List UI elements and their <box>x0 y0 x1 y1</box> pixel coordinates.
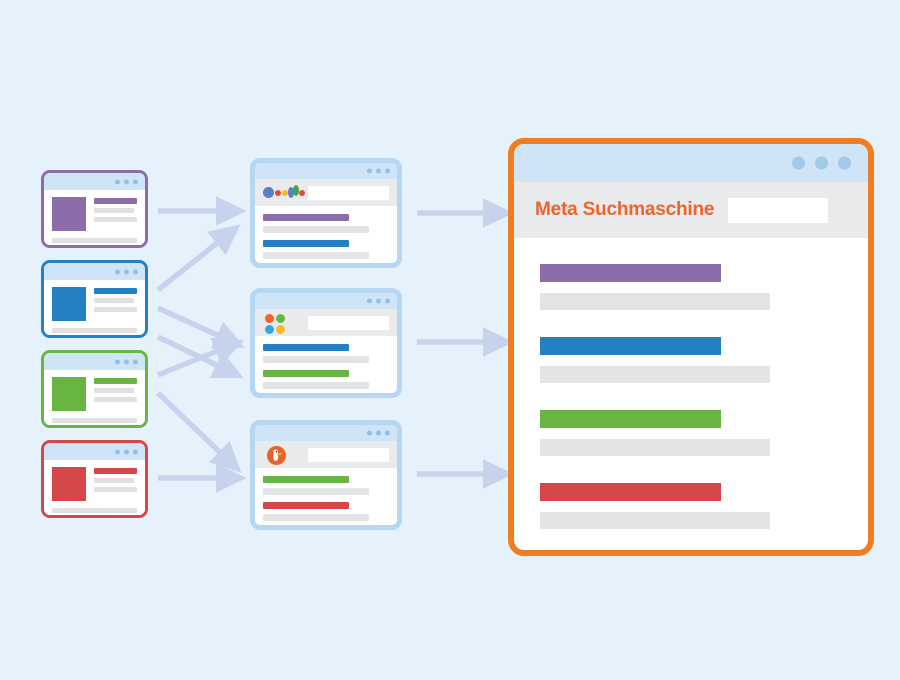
source-page-red[interactable] <box>41 440 148 518</box>
window-dots <box>115 179 138 184</box>
duck-circle-icon <box>263 445 299 465</box>
titlebar <box>514 144 868 182</box>
arrow-source3-to-engine3 <box>156 391 242 473</box>
engine-toolbar <box>255 309 397 336</box>
window-dots <box>115 359 138 364</box>
text-line <box>94 478 134 483</box>
engine-results <box>255 468 397 521</box>
result-blue[interactable] <box>540 337 868 383</box>
engine-toolbar <box>255 441 397 468</box>
engine-search-input[interactable] <box>308 315 389 330</box>
engine-result-purple[interactable] <box>263 214 389 233</box>
text-line <box>94 208 134 213</box>
arrow-source3-to-engine2b <box>156 337 245 378</box>
window-dots <box>367 168 390 174</box>
text-line <box>94 388 134 393</box>
titlebar <box>44 263 145 280</box>
meta-results-list <box>514 238 868 529</box>
meta-toolbar: Meta Suchmaschine <box>514 182 868 238</box>
text-line <box>52 418 137 423</box>
page-title: Meta Suchmaschine <box>535 199 715 220</box>
card-body <box>44 460 145 515</box>
engine-search-input[interactable] <box>308 185 389 200</box>
engine-results <box>255 206 397 259</box>
card-body <box>44 370 145 425</box>
source-page-blue[interactable] <box>41 260 148 338</box>
window-dots <box>367 298 390 304</box>
text-line <box>94 487 137 492</box>
text-line <box>52 238 137 243</box>
result-red[interactable] <box>540 483 868 529</box>
text-line <box>94 298 134 303</box>
engine-toolbar <box>255 179 397 206</box>
text-line <box>94 307 137 312</box>
text-line <box>94 397 137 402</box>
titlebar <box>255 163 397 179</box>
meta-search-input[interactable] <box>728 197 829 223</box>
headline-line <box>94 288 137 294</box>
engine-results <box>255 336 397 389</box>
titlebar <box>44 443 145 460</box>
thumbnail <box>52 377 86 411</box>
headline-line <box>94 468 137 474</box>
arrow-source2-to-engine1 <box>156 224 241 293</box>
source-page-green[interactable] <box>41 350 148 428</box>
engine-result-blue[interactable] <box>263 240 389 259</box>
thumbnail <box>52 197 86 231</box>
window-dots <box>367 430 390 436</box>
window-dots <box>115 449 138 454</box>
engine-search-input[interactable] <box>308 447 389 462</box>
text-line <box>94 217 137 222</box>
thumbnail <box>52 467 86 501</box>
titlebar <box>44 173 145 190</box>
engine-result-green[interactable] <box>263 476 389 495</box>
meta-search-window[interactable]: Meta Suchmaschine <box>508 138 874 556</box>
google-dots-icon <box>263 184 305 202</box>
result-green[interactable] <box>540 410 868 456</box>
titlebar <box>44 353 145 370</box>
arrow-source3-to-engine2 <box>156 334 244 379</box>
card-body <box>44 280 145 335</box>
four-circles-icon <box>263 313 299 334</box>
source-page-purple[interactable] <box>41 170 148 248</box>
titlebar <box>255 293 397 309</box>
headline-line <box>94 198 137 204</box>
card-body <box>44 190 145 245</box>
thumbnail <box>52 287 86 321</box>
engine-result-blue[interactable] <box>263 344 389 363</box>
engine-google[interactable] <box>250 158 402 268</box>
engine-result-red[interactable] <box>263 502 389 521</box>
engine-bing[interactable] <box>250 288 402 398</box>
window-dots <box>792 156 851 170</box>
titlebar <box>255 425 397 441</box>
result-purple[interactable] <box>540 264 868 310</box>
arrow-source2-to-engine2 <box>156 305 246 349</box>
window-dots <box>115 269 138 274</box>
headline-line <box>94 378 137 384</box>
text-line <box>52 508 137 513</box>
text-line <box>52 328 137 333</box>
engine-duckduckgo[interactable] <box>250 420 402 530</box>
engine-result-green[interactable] <box>263 370 389 389</box>
